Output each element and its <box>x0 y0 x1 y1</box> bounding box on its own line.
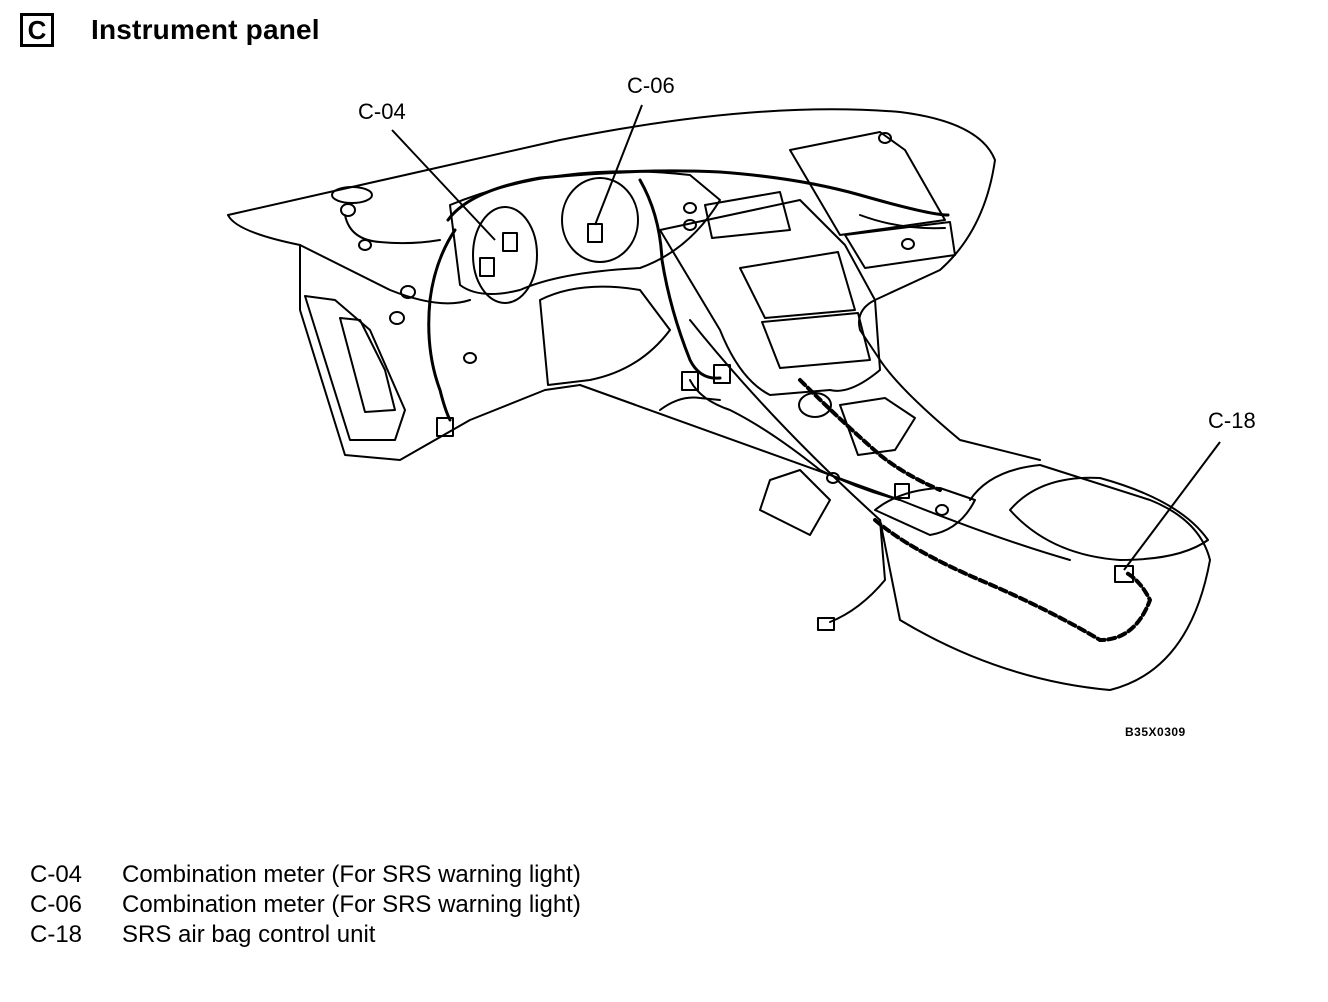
console-side <box>689 319 1211 691</box>
page-title: Instrument panel <box>91 14 320 45</box>
callout-line-c06 <box>594 104 643 226</box>
dashboard-front-edge <box>299 244 581 461</box>
callout-line-c18 <box>1123 441 1221 571</box>
legend-description: SRS air bag control unit <box>122 921 376 948</box>
legend: C-04 Combination meter (For SRS warning … <box>30 860 581 950</box>
dashboard-lower-edge <box>227 214 471 305</box>
callout-label-c04: C-04 <box>358 99 406 124</box>
legend-row: C-04 Combination meter (For SRS warning … <box>30 860 581 890</box>
legend-code: C-06 <box>30 891 83 918</box>
section-letter-box: C <box>20 13 54 47</box>
figure-code: B35X0309 <box>1125 725 1186 739</box>
legend-row: C-18 SRS air bag control unit <box>30 920 581 950</box>
legend-code: C-18 <box>30 921 83 948</box>
center-stack <box>659 199 881 396</box>
legend-code: C-04 <box>30 861 83 888</box>
legend-description: Combination meter (For SRS warning light… <box>122 861 581 888</box>
floor-line <box>579 384 1071 561</box>
left-end-panel <box>304 295 406 441</box>
legend-description: Combination meter (For SRS warning light… <box>122 891 581 918</box>
main-harness <box>446 169 950 222</box>
callout-line-c04 <box>391 129 496 241</box>
armrest <box>1009 476 1209 561</box>
legend-row: C-06 Combination meter (For SRS warning … <box>30 890 581 920</box>
dashboard-outline <box>227 108 1041 461</box>
callout-label-c18: C-18 <box>1208 408 1256 433</box>
callout-label-c06: C-06 <box>627 73 675 98</box>
header: C Instrument panel <box>20 10 320 50</box>
glovebox-lid <box>789 131 946 236</box>
